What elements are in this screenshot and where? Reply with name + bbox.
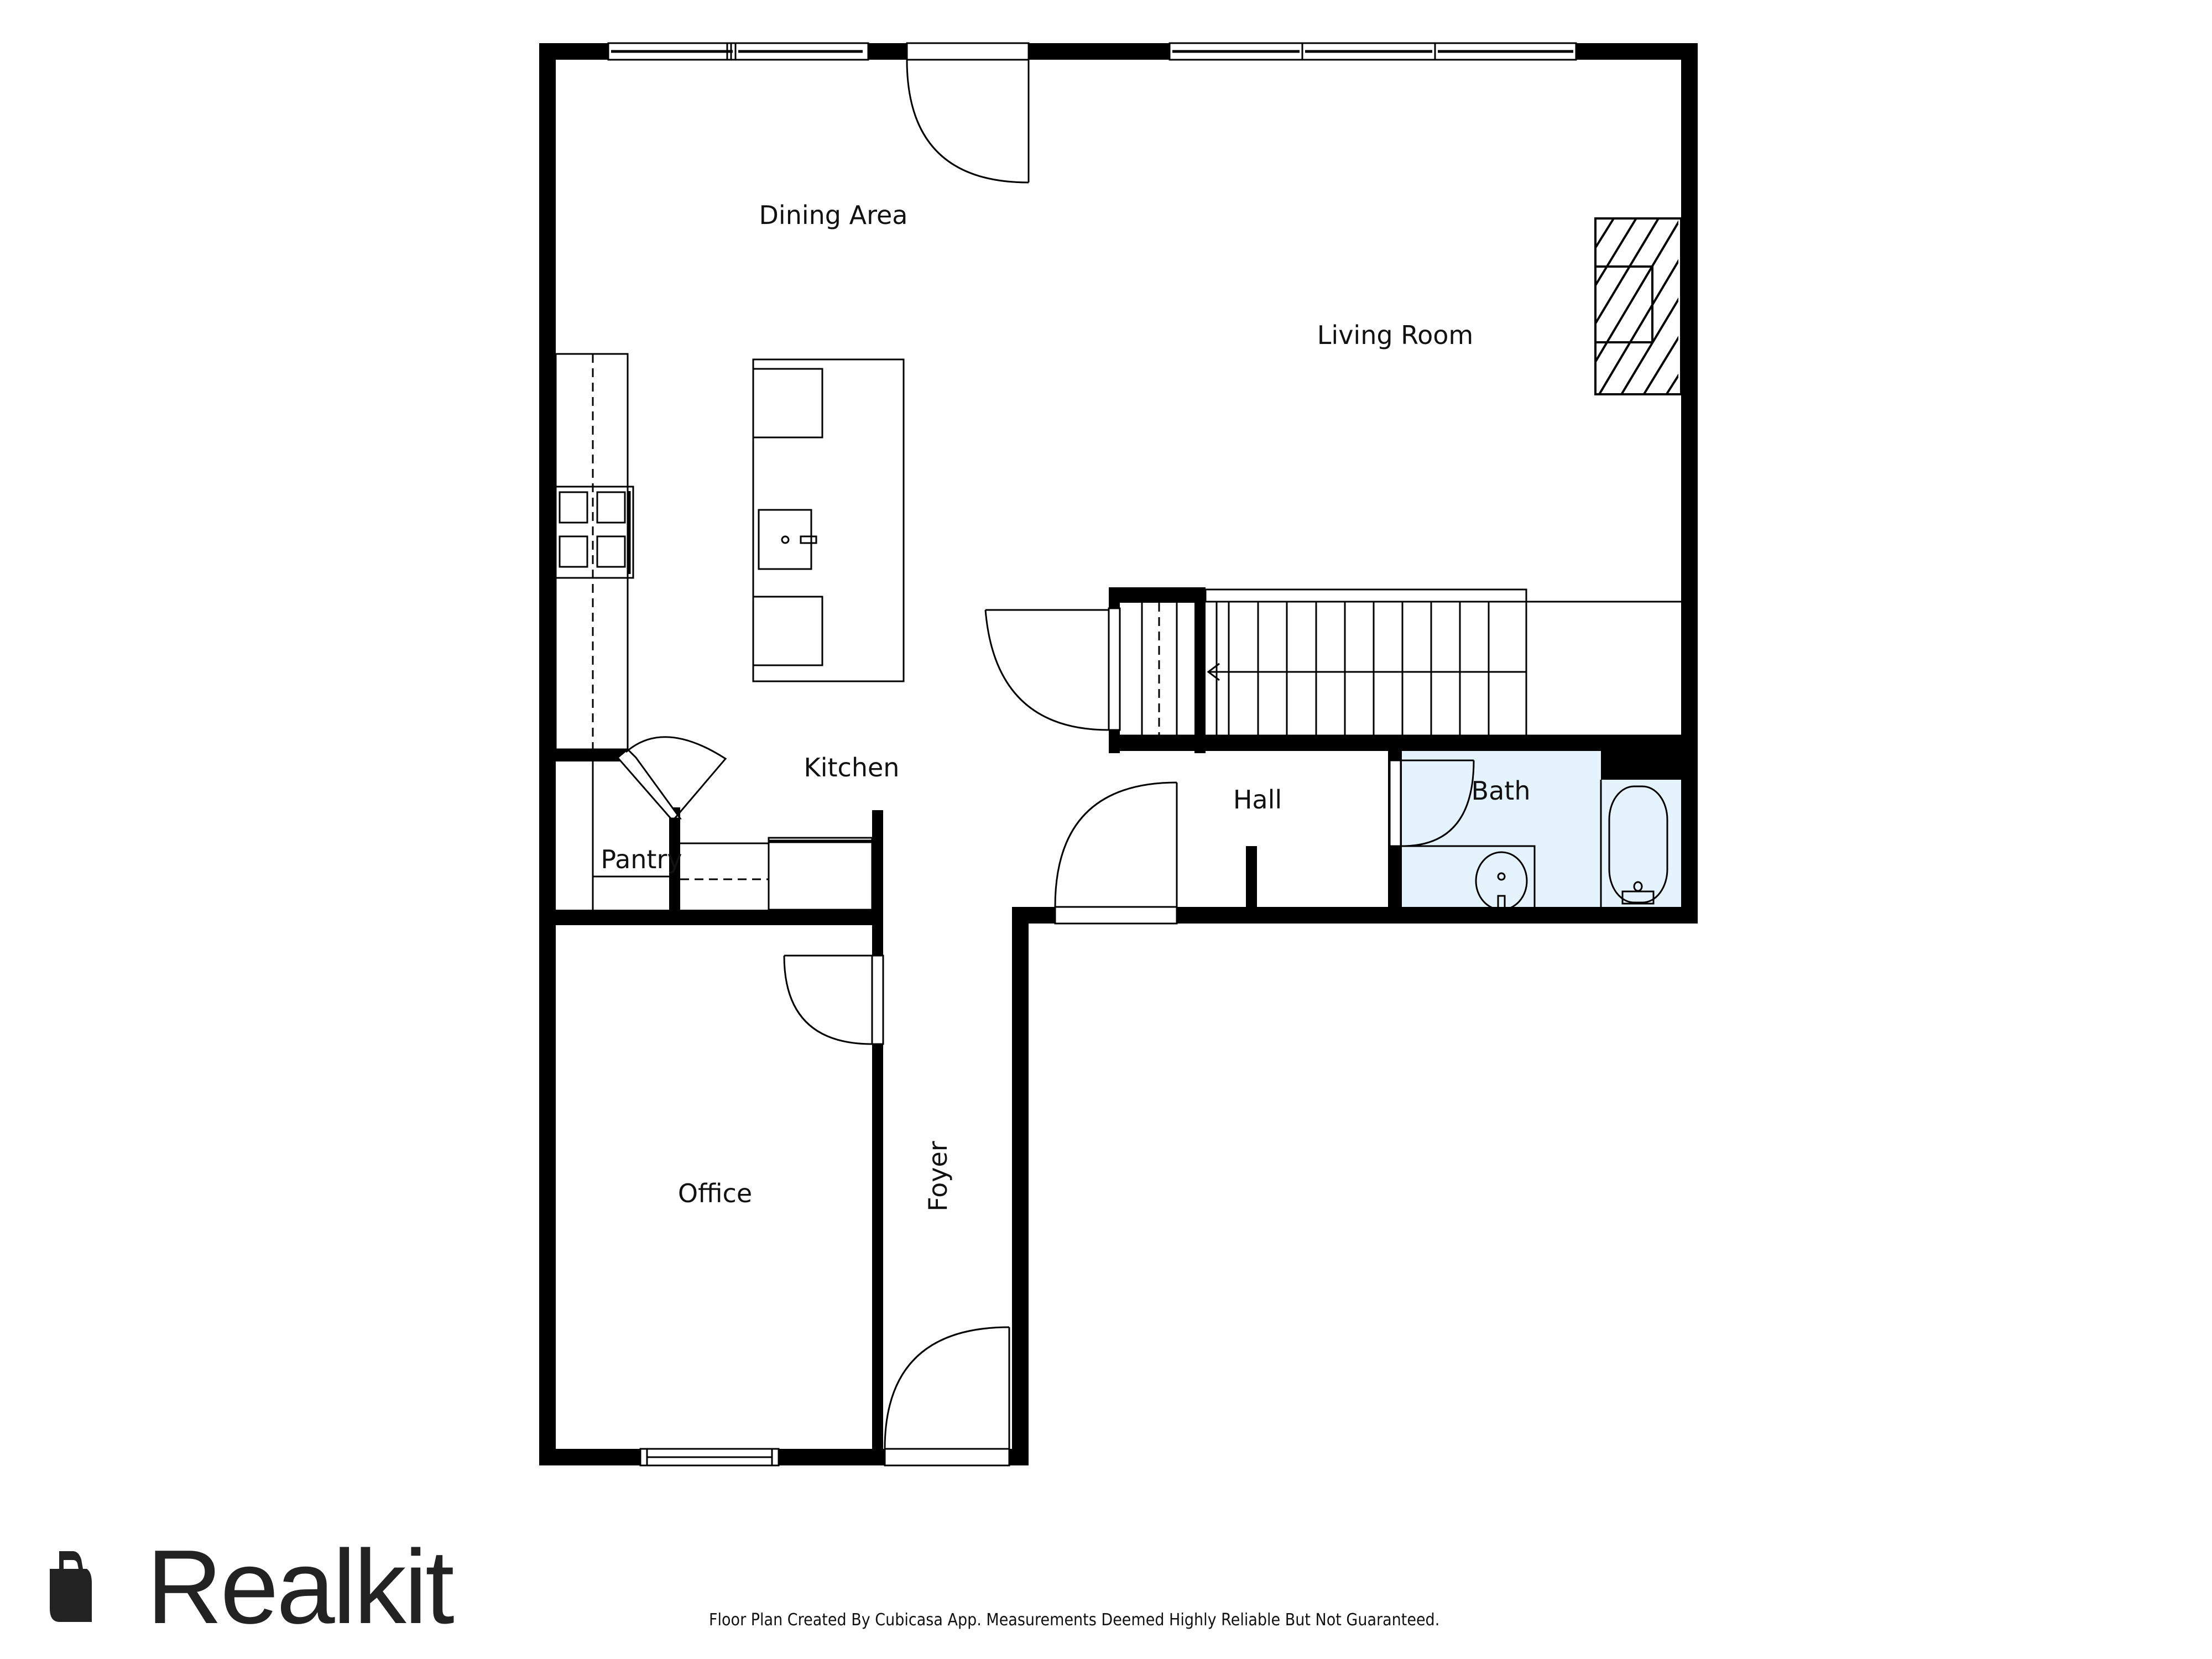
entry-door <box>884 1326 1010 1467</box>
shopping-bag-icon <box>50 1551 92 1622</box>
room-label-living: Living Room <box>1317 320 1473 350</box>
disclaimer-text: Floor Plan Created By Cubicasa App. Meas… <box>709 1610 1440 1630</box>
bath-vanity <box>1402 845 1536 911</box>
room-label-hall: Hall <box>1233 785 1282 815</box>
kitchen-island <box>752 358 905 682</box>
windows-top <box>607 42 1577 61</box>
fireplace <box>1594 217 1682 395</box>
stair-closet-door <box>984 607 1121 731</box>
cooktop <box>555 486 634 579</box>
kitchen-counter <box>555 353 629 750</box>
dining-door <box>906 42 1030 184</box>
room-label-kitchen: Kitchen <box>804 753 900 782</box>
bath-door <box>1389 759 1475 847</box>
room-label-pantry: Pantry <box>601 844 682 874</box>
hall-door <box>1054 781 1178 925</box>
room-label-bath: Bath <box>1472 776 1531 806</box>
room-label-foyer: Foyer <box>923 1141 953 1211</box>
pantry-shelving <box>592 761 873 911</box>
bath-floor <box>1402 749 1601 910</box>
pantry-door <box>616 736 727 820</box>
room-label-dining: Dining Area <box>759 200 908 230</box>
room-label-office: Office <box>678 1178 752 1208</box>
office-window <box>639 1448 780 1467</box>
staircase <box>1120 588 1681 737</box>
realkit-logo: Realkit <box>50 1535 455 1640</box>
bathtub <box>1600 780 1668 910</box>
logo-text: Realkit <box>147 1528 455 1646</box>
office-door <box>783 954 884 1045</box>
